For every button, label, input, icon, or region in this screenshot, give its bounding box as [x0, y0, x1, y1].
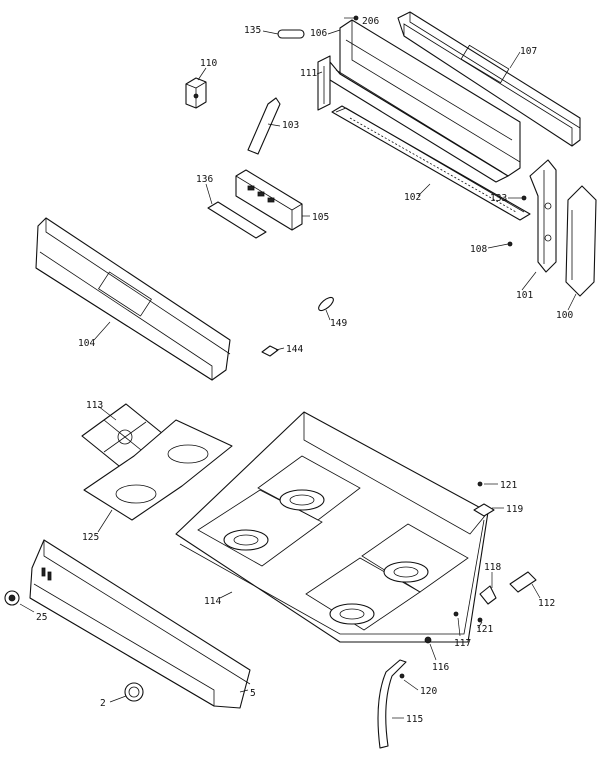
part-25-knob	[4, 590, 20, 606]
part-107-top-trim	[397, 11, 581, 147]
part-103-rod	[247, 97, 281, 155]
part-105-control-board	[235, 169, 303, 231]
label-118: 118	[484, 562, 501, 573]
part-144-clip	[261, 345, 279, 357]
part-100-side-panel	[565, 185, 597, 297]
part-136-overlay	[207, 201, 267, 239]
part-115-gas-line	[377, 659, 407, 749]
label-111: 111	[300, 68, 317, 79]
part-135-handle	[277, 29, 305, 39]
part-125-drip-tray	[83, 419, 233, 521]
part-114-cooktop	[175, 411, 489, 643]
label-119: 119	[506, 504, 523, 515]
small-fasteners	[353, 15, 527, 679]
label-25: 25	[36, 612, 47, 623]
label-136: 136	[196, 174, 213, 185]
part-104-control-panel	[35, 217, 231, 381]
label-115: 115	[406, 714, 423, 725]
label-107: 107	[520, 46, 537, 57]
label-105: 105	[312, 212, 329, 223]
label-113: 113	[86, 400, 103, 411]
label-133: 133	[490, 193, 507, 204]
label-149: 149	[330, 318, 347, 329]
part-119-bracket	[473, 503, 495, 517]
label-102: 102	[404, 192, 421, 203]
label-110: 110	[200, 58, 217, 69]
label-101: 101	[516, 290, 533, 301]
label-125: 125	[82, 532, 99, 543]
label-144: 144	[286, 344, 303, 355]
part-101-end-bracket	[529, 159, 557, 273]
label-135: 135	[244, 25, 261, 36]
part-5-front-trim	[29, 539, 251, 709]
label-116: 116	[432, 662, 449, 673]
part-2-knob	[124, 682, 144, 702]
label-206: 206	[362, 16, 379, 27]
label-121b: 121	[476, 624, 493, 635]
part-118-hinge	[479, 585, 497, 605]
label-2: 2	[100, 698, 106, 709]
label-121a: 121	[500, 480, 517, 491]
label-120: 120	[420, 686, 437, 697]
part-112-bracket	[509, 571, 537, 593]
label-103: 103	[282, 120, 299, 131]
label-100: 100	[556, 310, 573, 321]
part-labels: 206 135 106 107 110 111 103 136 105 102 …	[36, 16, 573, 725]
label-108: 108	[470, 244, 487, 255]
part-111-side-bracket	[317, 55, 331, 111]
label-104: 104	[78, 338, 95, 349]
leader-lines	[19, 17, 577, 719]
label-112: 112	[538, 598, 555, 609]
label-5: 5	[250, 688, 256, 699]
label-106: 106	[310, 28, 327, 39]
label-117: 117	[454, 638, 471, 649]
part-149-igniter	[318, 296, 334, 312]
label-114: 114	[204, 596, 221, 607]
part-102-manifold	[331, 105, 531, 221]
part-110-switch	[185, 77, 207, 109]
